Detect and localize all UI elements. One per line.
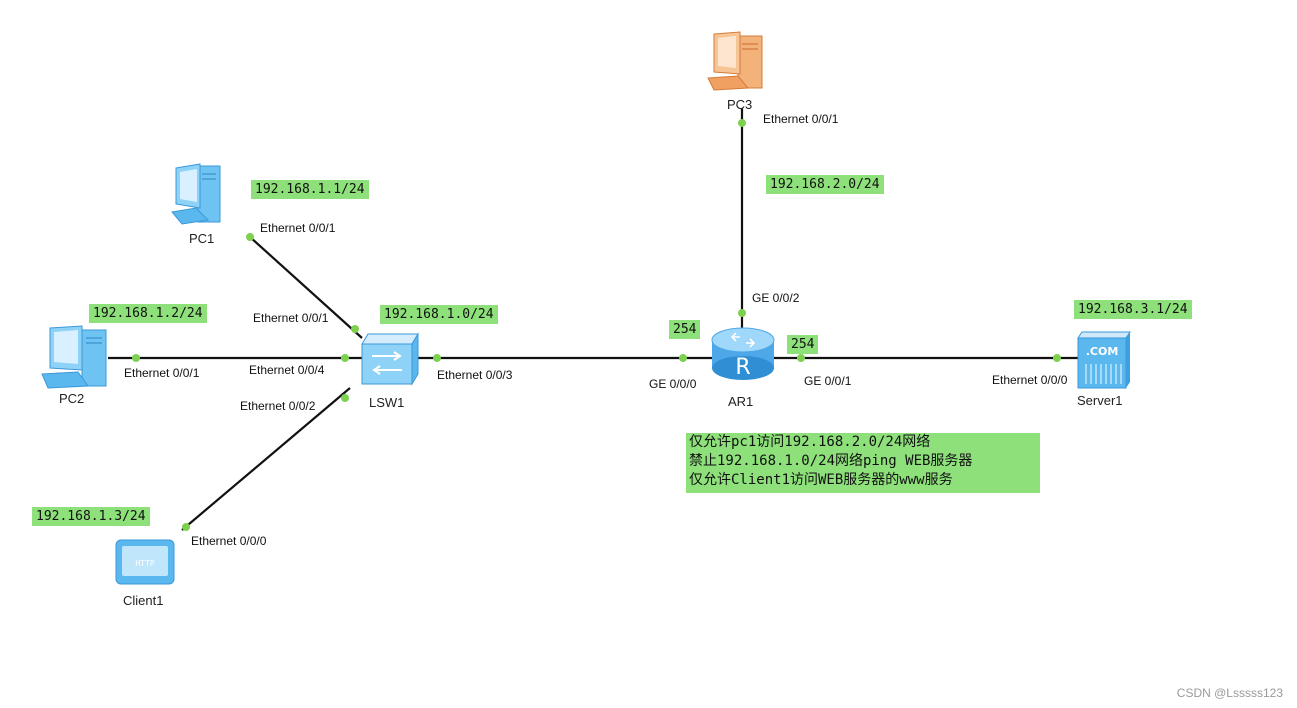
server-icon[interactable]: .COM [1077, 331, 1131, 389]
port-dot-ar1-g2[interactable] [738, 309, 746, 317]
link-pc1-lsw1 [249, 236, 363, 339]
port-label-ar1-g1: GE 0/0/1 [804, 374, 852, 388]
port-label-server1: Ethernet 0/0/0 [992, 373, 1068, 387]
device-label-pc1: PC1 [189, 231, 215, 246]
port-dot-lsw1-e4[interactable] [341, 354, 349, 362]
port-dot-pc2[interactable] [132, 354, 140, 362]
port-dot-server1[interactable] [1053, 354, 1061, 362]
ip-label-pc2: 192.168.1.2/24 [89, 304, 207, 323]
port-dot-lsw1-e3[interactable] [433, 354, 441, 362]
port-label-pc1: Ethernet 0/0/1 [260, 221, 336, 235]
device-label-ar1: AR1 [728, 394, 754, 409]
port-dot-client1[interactable] [182, 523, 190, 531]
pc-icon[interactable] [171, 163, 221, 225]
ip-label-client1: 192.168.1.3/24 [32, 507, 150, 526]
port-label-ar1-g0: GE 0/0/0 [649, 377, 697, 391]
device-label-client1: Client1 [123, 593, 164, 608]
port-label-lsw1-e2: Ethernet 0/0/2 [240, 399, 316, 413]
ip-label-ar1-g0: 254 [669, 320, 701, 339]
port-label-pc3: Ethernet 0/0/1 [763, 112, 839, 126]
device-label-server1: Server1 [1077, 393, 1123, 408]
port-label-client1: Ethernet 0/0/0 [191, 534, 267, 548]
ip-label-lan: 192.168.1.0/24 [380, 305, 498, 324]
ip-label-pc3-net: 192.168.2.0/24 [766, 175, 884, 194]
port-dot-ar1-g0[interactable] [679, 354, 687, 362]
ip-label-ar1-g1: 254 [787, 335, 819, 354]
device-label-pc3: PC3 [727, 97, 753, 112]
port-label-lsw1-e4: Ethernet 0/0/4 [249, 363, 325, 377]
router-badge: R [735, 355, 750, 380]
pc-icon[interactable] [707, 31, 763, 91]
pc-icon[interactable] [41, 325, 107, 389]
server-badge: .COM [1086, 345, 1119, 358]
link-client1-lsw1 [181, 387, 351, 531]
client-icon[interactable]: HTTP [115, 539, 175, 585]
requirement-line: 禁止192.168.1.0/24网络ping WEB服务器 [689, 453, 973, 469]
device-label-pc2: PC2 [59, 391, 85, 406]
device-label-lsw1: LSW1 [369, 395, 405, 410]
router-icon[interactable]: R [711, 327, 775, 380]
port-label-lsw1-e1: Ethernet 0/0/1 [253, 311, 329, 325]
port-dot-lsw1-e1[interactable] [351, 325, 359, 333]
requirements-note: 仅允许pc1访问192.168.2.0/24网络 禁止192.168.1.0/2… [686, 433, 1040, 493]
port-dot-pc1[interactable] [246, 233, 254, 241]
port-label-ar1-g2: GE 0/0/2 [752, 291, 800, 305]
port-label-lsw1-e3: Ethernet 0/0/3 [437, 368, 513, 382]
port-dot-pc3[interactable] [738, 119, 746, 127]
ip-label-server1: 192.168.3.1/24 [1074, 300, 1192, 319]
client-badge: HTTP [135, 559, 154, 568]
port-dots [132, 119, 1061, 531]
watermark: CSDN @Lsssss123 [1176, 686, 1283, 700]
port-label-pc2: Ethernet 0/0/1 [124, 366, 200, 380]
switch-icon[interactable] [361, 332, 419, 386]
requirement-line: 仅允许Client1访问WEB服务器的www服务 [689, 472, 953, 488]
port-dot-ar1-g1[interactable] [797, 354, 805, 362]
requirement-line: 仅允许pc1访问192.168.2.0/24网络 [689, 434, 931, 450]
ip-label-pc1: 192.168.1.1/24 [251, 180, 369, 199]
links [108, 108, 1078, 531]
port-dot-lsw1-e2[interactable] [341, 394, 349, 402]
